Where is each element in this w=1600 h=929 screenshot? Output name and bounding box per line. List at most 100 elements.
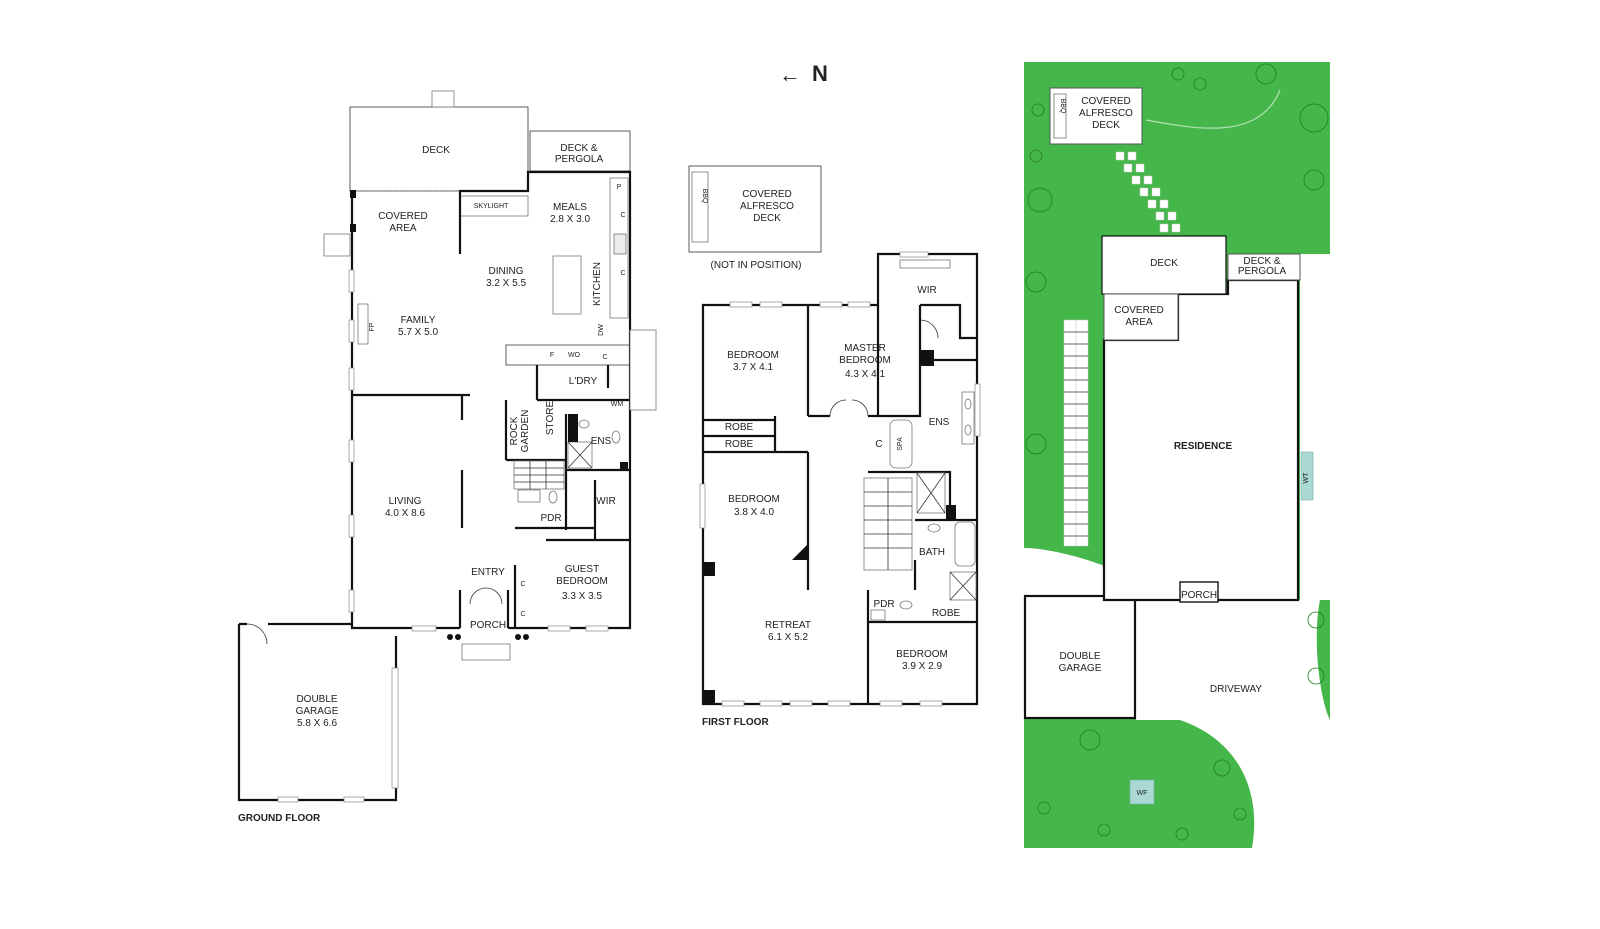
label-site-deck: DECK <box>1150 258 1178 269</box>
label-ff-bedroom3-dims: 3.9 X 2.9 <box>902 661 942 672</box>
label-ff-bedroom1: BEDROOM <box>727 350 779 361</box>
cooktop-icon <box>613 233 627 255</box>
label-not-in-position: (NOT IN POSITION) <box>711 260 802 271</box>
label-site-covered-area: COVERED <box>1114 305 1163 316</box>
label-site-deck-pergola: DECK & <box>1243 256 1281 267</box>
label-ff-ens: ENS <box>929 417 950 428</box>
label-ff-bedroom2: BEDROOM <box>728 494 780 505</box>
ff-bath-walls <box>866 470 977 704</box>
fireplace-icon <box>357 303 369 345</box>
label-rock-garden: ROCK <box>509 416 520 445</box>
bath-toilet-icon <box>927 523 941 533</box>
service-walls <box>504 400 630 542</box>
side-steps <box>323 233 351 257</box>
ground-floor-plan: DECK DECK & PERGOLA SKYLIGHT COVERED ARE… <box>237 90 657 824</box>
label-ff-alfresco-2: ALFRESCO <box>740 201 794 212</box>
label-gf-deck: DECK <box>422 145 450 156</box>
first-floor-title: FIRST FLOOR <box>702 717 769 728</box>
label-guest-bedroom-dims: 3.3 X 3.5 <box>562 591 602 602</box>
label-robe1: ROBE <box>725 422 754 433</box>
laundry-ramp <box>629 329 657 411</box>
ground-floor-title: GROUND FLOOR <box>238 813 321 824</box>
north-compass: ← N <box>779 61 828 87</box>
label-gf-c5: C <box>520 611 525 618</box>
label-gf-pdr: PDR <box>540 513 561 524</box>
label-gf-garage-dims: 5.8 X 6.6 <box>297 718 337 729</box>
label-family: FAMILY <box>401 315 436 326</box>
label-laundry: L'DRY <box>569 376 598 387</box>
label-robe2: ROBE <box>725 439 754 450</box>
label-meals: MEALS <box>553 202 587 213</box>
porch-steps <box>461 643 511 661</box>
label-family-dims: 5.7 X 5.0 <box>398 327 438 338</box>
kitchen-island <box>552 255 582 315</box>
label-living: LIVING <box>389 496 422 507</box>
wir-shelf <box>899 259 951 269</box>
label-retreat: RETREAT <box>765 620 811 631</box>
label-gf-ens: ENS <box>591 436 612 447</box>
label-entry: ENTRY <box>471 567 505 578</box>
label-guest-bedroom-2: BEDROOM <box>556 576 608 587</box>
label-spa: SPA <box>897 437 904 451</box>
entry-walls <box>458 565 517 628</box>
label-wm: WM <box>611 401 624 408</box>
label-site-garage-2: GARAGE <box>1059 663 1102 674</box>
label-ff-c: C <box>875 439 882 450</box>
label-store: STORE <box>545 401 556 436</box>
label-wf: WF <box>1137 790 1148 797</box>
label-dining-dims: 3.2 X 5.5 <box>486 278 526 289</box>
label-covered-area: COVERED <box>378 211 427 222</box>
label-gf-wir: WIR <box>596 496 615 507</box>
label-ff-alfresco: COVERED <box>742 189 791 200</box>
label-pantry: P <box>617 184 622 191</box>
bbq-bench <box>691 171 709 243</box>
label-skylight: SKYLIGHT <box>474 203 509 210</box>
stepping-stones <box>1115 151 1181 233</box>
label-ff-bbq: BBQ <box>701 189 708 204</box>
driveway-area <box>1136 600 1330 848</box>
pdr-toilet-icon <box>548 490 558 504</box>
label-kitchen: KITCHEN <box>592 262 603 306</box>
label-meals-dims: 2.8 X 3.0 <box>550 214 590 225</box>
label-ff-alfresco-3: DECK <box>753 213 781 224</box>
label-gf-garage: DOUBLE <box>296 694 337 705</box>
site-garage <box>1023 594 1137 720</box>
label-ff-wir: WIR <box>917 285 936 296</box>
label-master-2: BEDROOM <box>839 355 891 366</box>
site-deck-pergola <box>1227 253 1301 281</box>
label-master: MASTER <box>844 343 886 354</box>
label-robe3: ROBE <box>932 608 961 619</box>
label-ff-bedroom3: BEDROOM <box>896 649 948 660</box>
water-tank <box>1300 451 1314 501</box>
label-rock-garden-2: GARDEN <box>520 410 531 453</box>
side-pavers <box>1063 319 1089 547</box>
label-gf-deck-pergola: DECK & <box>560 143 598 154</box>
label-wall-oven: WO <box>568 352 581 359</box>
entry-door-swing <box>469 587 503 605</box>
family-living-wall <box>352 393 470 528</box>
deck-steps <box>431 90 455 108</box>
north-arrow-icon: ← <box>779 62 801 87</box>
ff-alfresco-box <box>688 165 822 253</box>
label-site-deck-pergola-2: PERGOLA <box>1238 266 1287 277</box>
site-deck <box>1101 235 1227 295</box>
label-fp: FP <box>369 322 376 331</box>
site-covered-area <box>1103 293 1179 341</box>
garden-trees-icon <box>1025 63 1329 841</box>
ff-robe-walls <box>703 418 775 438</box>
label-master-dims: 4.3 X 4.1 <box>845 369 885 380</box>
label-dining: DINING <box>489 266 524 277</box>
bath-tub-icon <box>954 521 976 567</box>
label-ff-pdr: PDR <box>873 599 894 610</box>
label-site-alfresco-3: DECK <box>1092 120 1120 131</box>
label-gf-c3: C <box>602 354 607 361</box>
ff-bedroom-walls <box>703 305 922 590</box>
label-site-bbq: BBQ <box>1059 99 1066 114</box>
laundry-walls <box>535 365 630 402</box>
label-gf-c1: C <box>620 212 625 219</box>
site-plan: BBQ COVERED ALFRESCO DECK DECK DECK & PE… <box>1023 62 1330 848</box>
label-bath: BATH <box>919 547 945 558</box>
label-gf-porch: PORCH <box>470 620 506 631</box>
label-retreat-dims: 6.1 X 5.2 <box>768 632 808 643</box>
label-gf-c4: C <box>520 581 525 588</box>
